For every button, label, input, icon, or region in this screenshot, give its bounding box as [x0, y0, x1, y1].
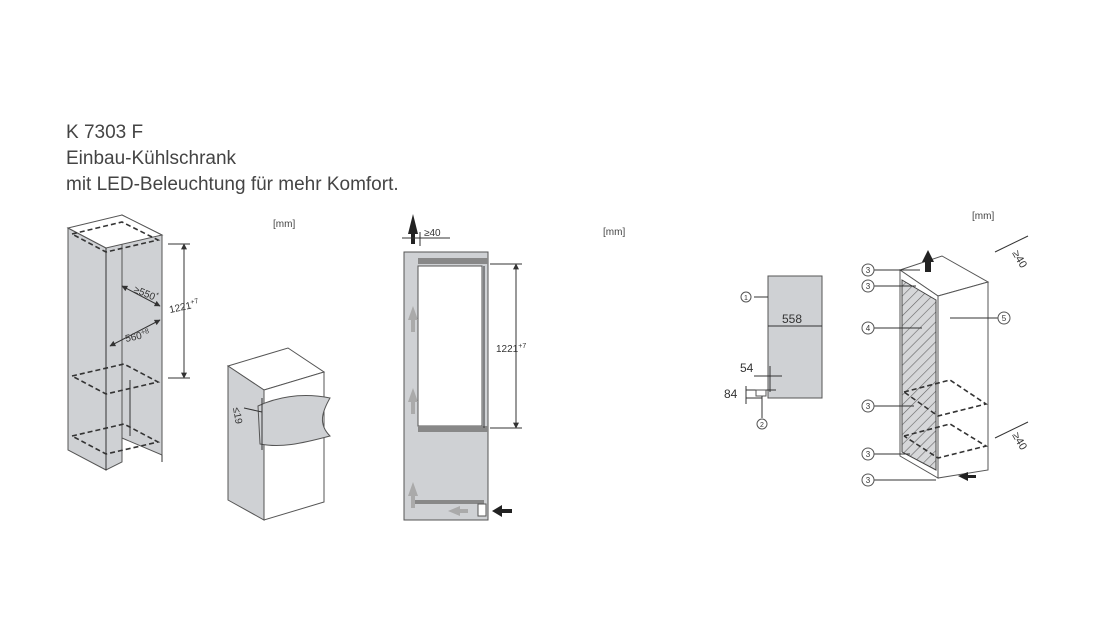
fig4-callout-3b: 3: [866, 282, 871, 291]
fig2-top-gap-label: ≥40: [424, 228, 441, 239]
fig2-height-label: 1221+7: [496, 343, 526, 355]
fig4-callout-5: 5: [1002, 314, 1007, 323]
fig1-height-label: 1221+7: [168, 298, 200, 316]
fig4-callout-3a: 3: [866, 266, 871, 275]
unit-label-fig1: [mm]: [273, 219, 296, 230]
fig3-callout-1: 1: [744, 295, 748, 302]
fig3-width-label: 558: [782, 312, 802, 326]
fig4-gap-top-label: ≥40: [1009, 249, 1029, 271]
fig4-callout-4: 4: [866, 324, 871, 333]
fig4-gap-bottom-label: ≥40: [1009, 431, 1029, 453]
unit-label-fig3: [mm]: [972, 211, 995, 222]
panel-detail-drawing: [740, 275, 823, 430]
model-number: K 7303 F: [66, 122, 144, 143]
product-feature: mit LED-Beleuchtung für mehr Komfort.: [66, 174, 399, 195]
fig3-offset-x-label: 54: [740, 361, 754, 375]
appliance-drawing: [226, 347, 331, 521]
product-type: Einbau-Kühlschrank: [66, 148, 237, 169]
fig1b-door-gap-label: ≤19: [230, 407, 244, 426]
fig4-callout-3c: 3: [866, 402, 871, 411]
fig3-offset-y-label: 84: [724, 387, 738, 401]
fig4-callout-3d: 3: [866, 450, 871, 459]
side-section-drawing: [402, 214, 522, 521]
fig3-callout-2: 2: [760, 422, 764, 429]
unit-label-fig2: [mm]: [603, 227, 626, 238]
niche-cabinet-drawing: [66, 214, 190, 471]
title-block: K 7303 F Einbau-Kühlschrank mit LED-Bele…: [66, 120, 399, 198]
ventilation-drawing: [861, 235, 1029, 487]
fig4-callout-3e: 3: [866, 476, 871, 485]
fig1-width-label: 560+8: [124, 328, 151, 345]
